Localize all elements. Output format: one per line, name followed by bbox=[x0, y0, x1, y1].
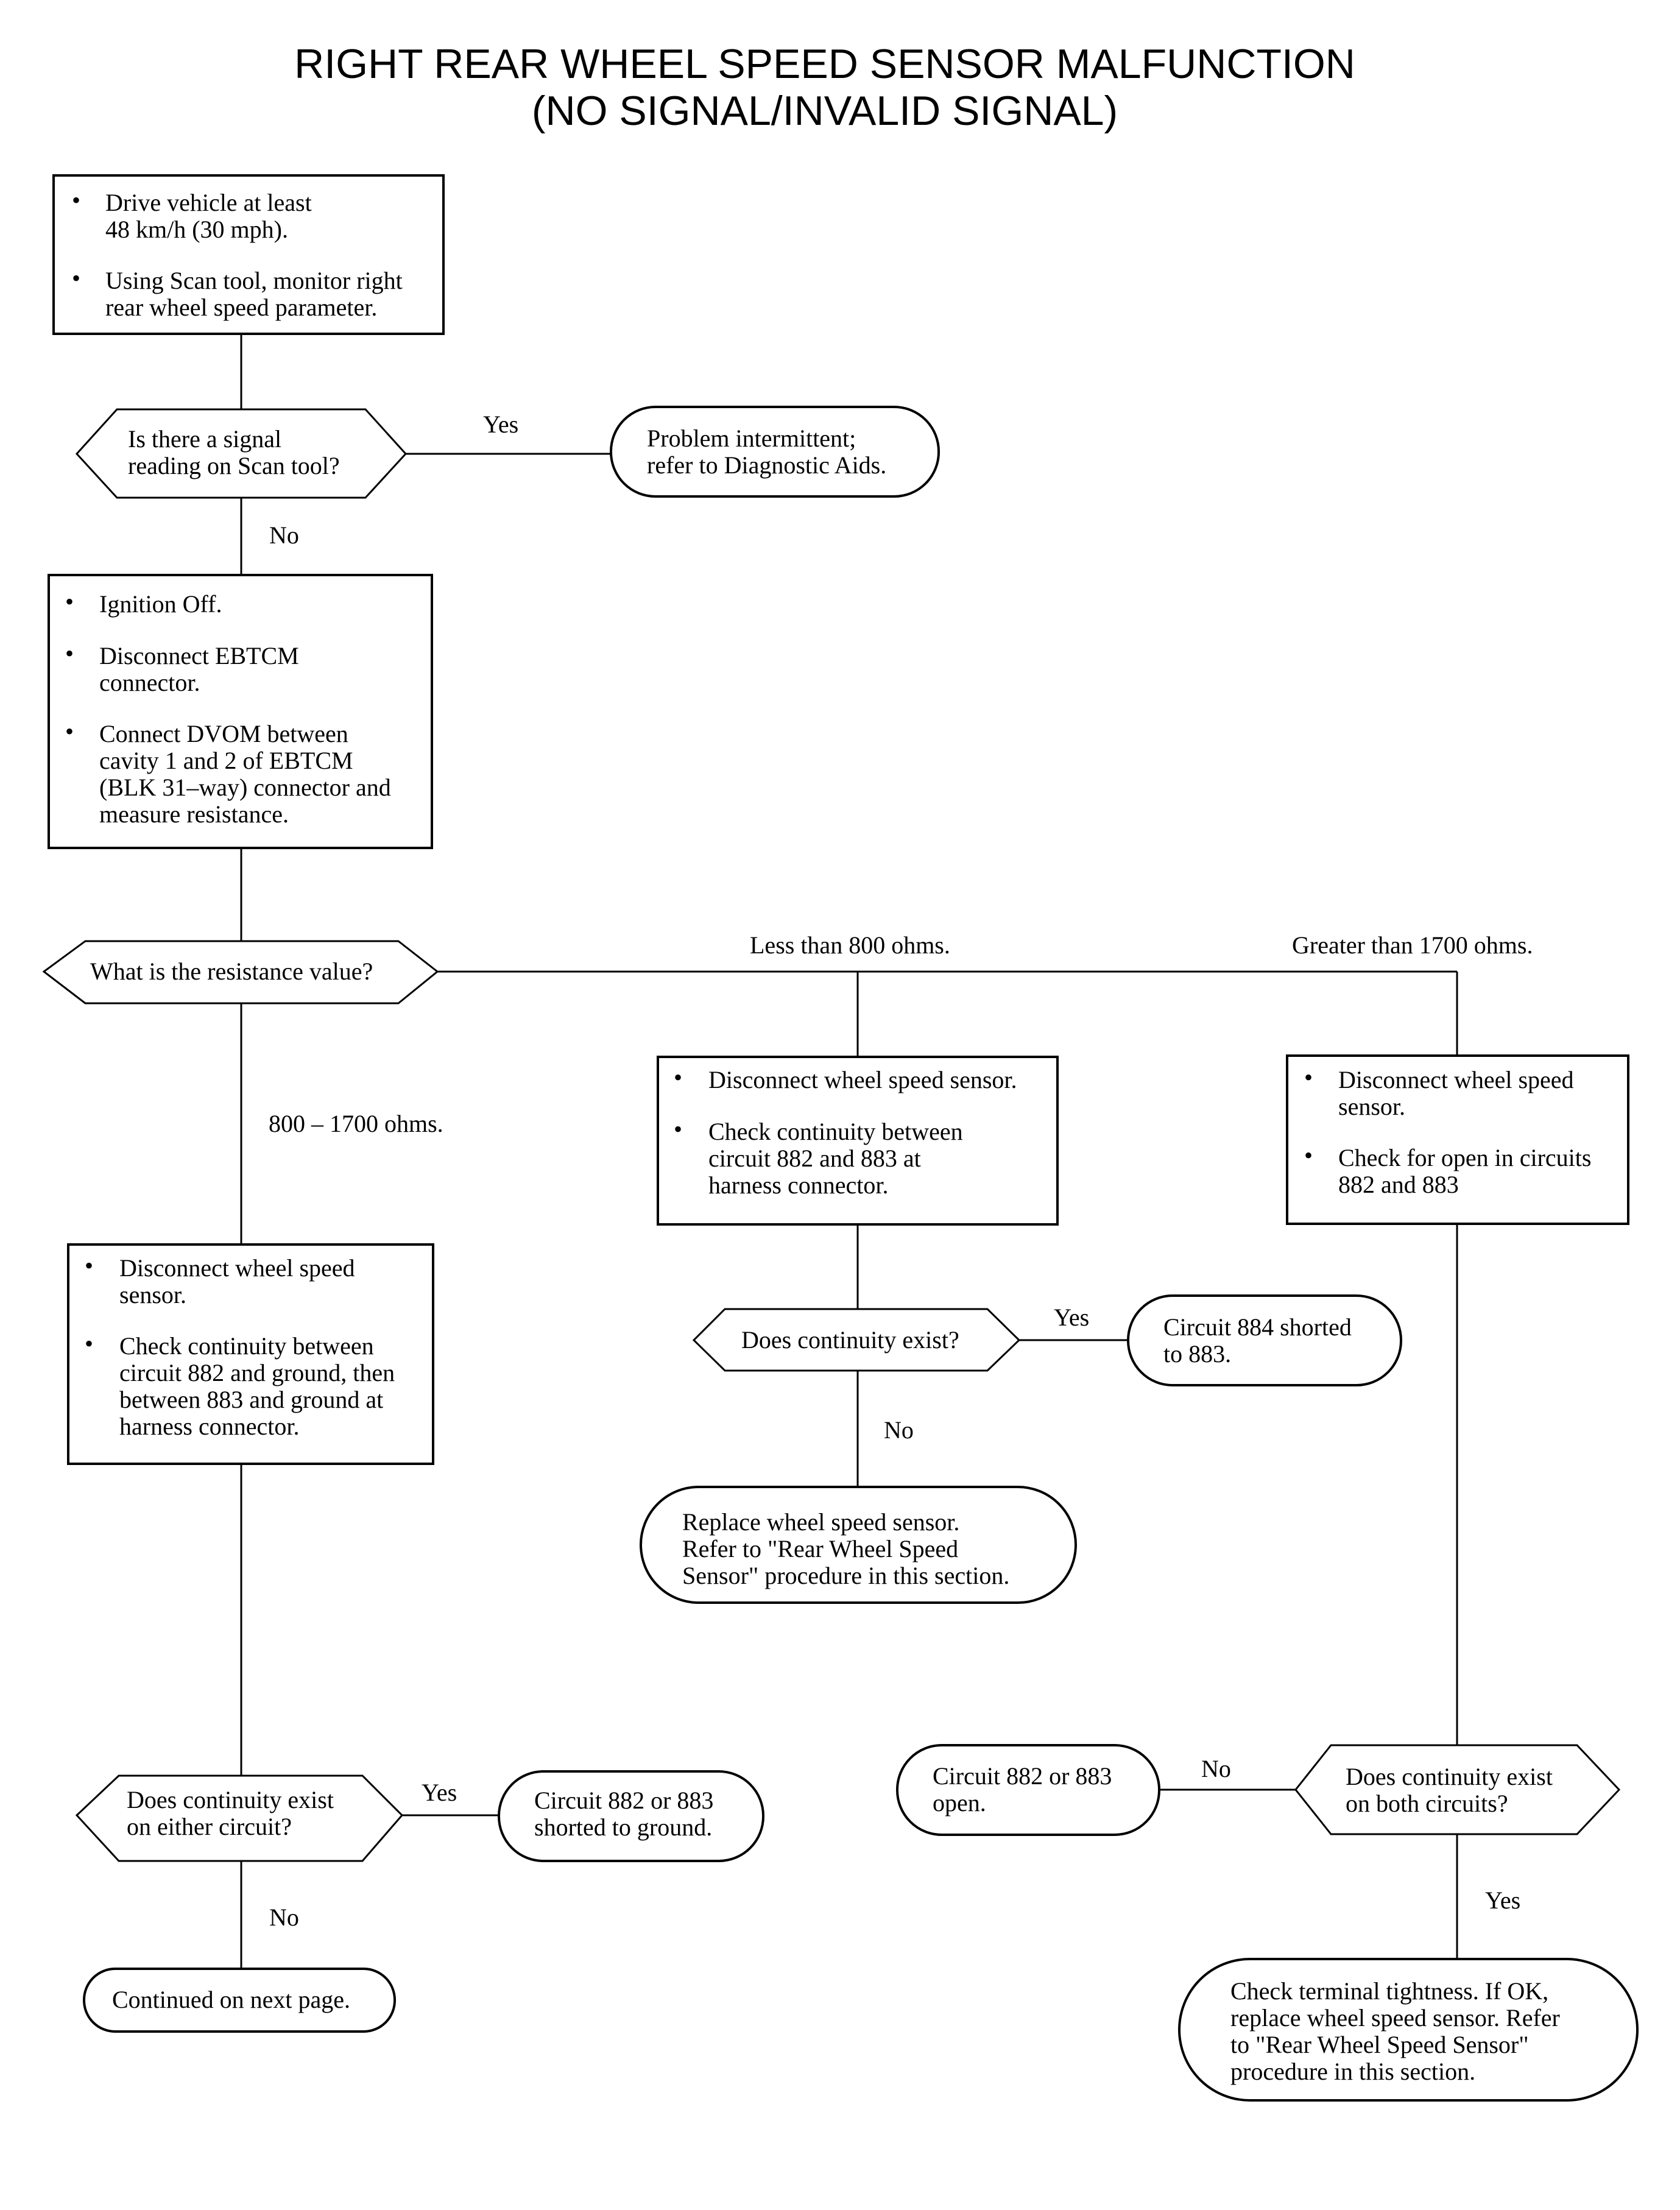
disconnect-sensor-right-box: • Disconnect wheel speed sensor. • Check… bbox=[1286, 1054, 1629, 1225]
step-text: harness connector. bbox=[119, 1413, 299, 1440]
terminal-text: replace wheel speed sensor. Refer bbox=[1230, 2004, 1560, 2032]
bullet: • bbox=[1304, 1064, 1313, 1091]
terminal-text: procedure in this section. bbox=[1230, 2058, 1475, 2085]
bullet: • bbox=[674, 1115, 682, 1143]
branch-label-yes: Yes bbox=[1054, 1304, 1089, 1331]
continuity-left-decision: Does continuity exist on either circuit? bbox=[75, 1774, 404, 1862]
drive-vehicle-box: • Drive vehicle at least 48 km/h (30 mph… bbox=[52, 174, 445, 335]
terminal-text: Refer to "Rear Wheel Speed bbox=[682, 1535, 958, 1562]
step-text: Check continuity between bbox=[119, 1332, 374, 1360]
step-text: sensor. bbox=[119, 1281, 186, 1308]
circuit-open-terminal: Circuit 882 or 883 open. bbox=[896, 1744, 1160, 1836]
decision-text: Is there a signal bbox=[128, 425, 281, 453]
terminal-text: Problem intermittent; bbox=[647, 425, 856, 452]
step-text: harness connector. bbox=[708, 1171, 888, 1199]
branch-label-no: No bbox=[1201, 1755, 1231, 1782]
step-text: Disconnect wheel speed bbox=[1338, 1066, 1574, 1093]
step-text: circuit 882 and ground, then bbox=[119, 1359, 395, 1386]
step-text: Disconnect wheel speed sensor. bbox=[708, 1066, 1017, 1093]
check-terminal-tightness-terminal: Check terminal tightness. If OK, replace… bbox=[1178, 1958, 1639, 2102]
branch-label-800-1700: 800 – 1700 ohms. bbox=[269, 1110, 443, 1137]
decision-text: on both circuits? bbox=[1346, 1790, 1508, 1817]
terminal-text: Circuit 884 shorted bbox=[1163, 1313, 1352, 1341]
terminal-text: Check terminal tightness. If OK, bbox=[1230, 1977, 1548, 2005]
continued-next-page-terminal: Continued on next page. bbox=[83, 1968, 396, 2033]
step-text: connector. bbox=[99, 669, 200, 696]
step-text: rear wheel speed parameter. bbox=[105, 294, 377, 321]
diagram-title-line-1: RIGHT REAR WHEEL SPEED SENSOR MALFUNCTIO… bbox=[294, 41, 1355, 87]
terminal-text: open. bbox=[933, 1789, 986, 1816]
decision-text: Does continuity exist? bbox=[741, 1326, 959, 1354]
terminal-text: Circuit 882 or 883 bbox=[534, 1787, 713, 1814]
branch-label-yes: Yes bbox=[1485, 1887, 1520, 1914]
bullet: • bbox=[85, 1252, 93, 1279]
step-text: Using Scan tool, monitor right bbox=[105, 267, 403, 294]
resistance-value-decision: What is the resistance value? bbox=[42, 940, 439, 1004]
step-text: (BLK 31–way) connector and bbox=[99, 774, 391, 801]
step-text: 48 km/h (30 mph). bbox=[105, 216, 288, 243]
bullet: • bbox=[72, 264, 80, 292]
step-text: 882 and 883 bbox=[1338, 1171, 1459, 1198]
step-text: cavity 1 and 2 of EBTCM bbox=[99, 747, 353, 774]
branch-label-greater-1700: Greater than 1700 ohms. bbox=[1292, 931, 1533, 959]
bullet: • bbox=[65, 588, 74, 615]
diagram-title-line-2: (NO SIGNAL/INVALID SIGNAL) bbox=[532, 88, 1118, 134]
step-text: Check continuity between bbox=[708, 1118, 963, 1145]
terminal-text: refer to Diagnostic Aids. bbox=[647, 451, 886, 479]
terminal-text: Continued on next page. bbox=[112, 1986, 350, 2013]
step-text: between 883 and ground at bbox=[119, 1386, 383, 1413]
terminal-text: Circuit 882 or 883 bbox=[933, 1762, 1112, 1790]
decision-text: on either circuit? bbox=[127, 1813, 292, 1840]
disconnect-sensor-middle-box: • Disconnect wheel speed sensor. • Check… bbox=[657, 1056, 1059, 1226]
problem-intermittent-terminal: Problem intermittent; refer to Diagnosti… bbox=[610, 406, 940, 498]
branch-label-yes: Yes bbox=[422, 1779, 457, 1806]
step-text: sensor. bbox=[1338, 1093, 1405, 1120]
ignition-off-box: • Ignition Off. • Disconnect EBTCM conne… bbox=[48, 574, 433, 849]
step-text: measure resistance. bbox=[99, 800, 289, 828]
terminal-text: to "Rear Wheel Speed Sensor" bbox=[1230, 2031, 1529, 2058]
bullet: • bbox=[65, 718, 74, 745]
branch-label-no: No bbox=[269, 1904, 299, 1931]
branch-label-no: No bbox=[884, 1416, 914, 1444]
step-text: Ignition Off. bbox=[99, 590, 222, 618]
bullet: • bbox=[85, 1330, 93, 1357]
signal-reading-decision: Is there a signal reading on Scan tool? bbox=[75, 408, 408, 499]
terminal-text: shorted to ground. bbox=[534, 1813, 712, 1841]
replace-sensor-terminal: Replace wheel speed sensor. Refer to "Re… bbox=[640, 1486, 1077, 1604]
bullet: • bbox=[72, 186, 80, 214]
step-text: Disconnect EBTCM bbox=[99, 642, 299, 669]
circuit-shorted-ground-terminal: Circuit 882 or 883 shorted to ground. bbox=[498, 1770, 764, 1862]
circuit-shorted-883-terminal: Circuit 884 shorted to 883. bbox=[1127, 1294, 1402, 1386]
step-text: Check for open in circuits bbox=[1338, 1144, 1591, 1171]
decision-text: Does continuity exist bbox=[127, 1786, 334, 1813]
step-text: Disconnect wheel speed bbox=[119, 1254, 355, 1282]
step-text: Drive vehicle at least bbox=[105, 189, 312, 216]
decision-text: reading on Scan tool? bbox=[128, 452, 340, 479]
continuity-right-decision: Does continuity exist on both circuits? bbox=[1294, 1744, 1621, 1835]
terminal-text: Replace wheel speed sensor. bbox=[682, 1508, 959, 1536]
step-text: Connect DVOM between bbox=[99, 720, 348, 747]
branch-label-no: No bbox=[269, 521, 299, 549]
branch-label-yes: Yes bbox=[483, 411, 518, 438]
bullet: • bbox=[1304, 1142, 1313, 1169]
continuity-middle-decision: Does continuity exist? bbox=[692, 1308, 1021, 1372]
terminal-text: to 883. bbox=[1163, 1340, 1231, 1368]
terminal-text: Sensor" procedure in this section. bbox=[682, 1562, 1009, 1589]
branch-label-less-800: Less than 800 ohms. bbox=[750, 931, 950, 959]
decision-text: What is the resistance value? bbox=[90, 958, 373, 985]
step-text: circuit 882 and 883 at bbox=[708, 1145, 921, 1172]
disconnect-sensor-left-box: • Disconnect wheel speed sensor. • Check… bbox=[67, 1243, 434, 1465]
bullet: • bbox=[674, 1064, 682, 1091]
connector-lines bbox=[240, 334, 1458, 1969]
bullet: • bbox=[65, 640, 74, 667]
decision-text: Does continuity exist bbox=[1346, 1763, 1553, 1790]
